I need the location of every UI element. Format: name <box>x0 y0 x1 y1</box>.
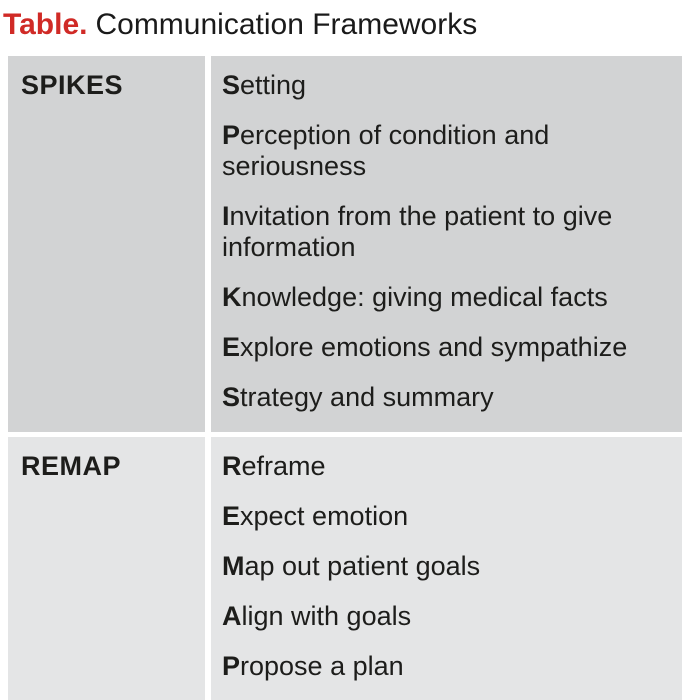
item-text: ap out patient goals <box>244 551 481 581</box>
item-lead-letter: S <box>222 70 241 100</box>
framework-name: SPIKES <box>21 70 124 100</box>
item-lead-letter: P <box>222 651 241 681</box>
table-title-text: Communication Frameworks <box>95 8 478 41</box>
framework-item: Map out patient goals <box>222 551 668 582</box>
item-lead-letter: K <box>222 282 242 312</box>
framework-item: Explore emotions and sympathize <box>222 332 668 363</box>
item-lead-letter: M <box>222 551 245 581</box>
framework-name-cell-remap: REMAP <box>8 437 205 700</box>
item-lead-letter: P <box>222 120 241 150</box>
item-lead-letter: E <box>222 501 241 531</box>
framework-item: Reframe <box>222 451 668 482</box>
framework-item: Strategy and summary <box>222 382 668 413</box>
frameworks-table: SPIKES Setting Perception of condition a… <box>8 56 682 700</box>
framework-items-cell-remap: Reframe Expect emotion Map out patient g… <box>211 437 682 700</box>
item-lead-letter: R <box>222 451 242 481</box>
item-lead-letter: A <box>222 601 242 631</box>
item-text: etting <box>240 70 307 100</box>
item-text: nvitation from the patient to give infor… <box>222 201 613 262</box>
framework-item: Setting <box>222 70 668 101</box>
item-text: erception of condition and seriousness <box>222 120 550 181</box>
item-lead-letter: I <box>222 201 230 231</box>
framework-item: Perception of condition and seriousness <box>222 120 668 182</box>
framework-item: Align with goals <box>222 601 668 632</box>
item-text: nowledge: giving medical facts <box>241 282 608 312</box>
item-text: xplore emotions and sympathize <box>240 332 628 362</box>
table-title-label: Table. <box>3 8 88 41</box>
item-text: ropose a plan <box>240 651 404 681</box>
item-text: eframe <box>241 451 326 481</box>
framework-item: Knowledge: giving medical facts <box>222 282 668 313</box>
table-row-spikes: SPIKES Setting Perception of condition a… <box>8 56 682 432</box>
framework-name-cell-spikes: SPIKES <box>8 56 205 432</box>
item-text: lign with goals <box>241 601 412 631</box>
framework-items-cell-spikes: Setting Perception of condition and seri… <box>211 56 682 432</box>
item-text: xpect emotion <box>240 501 409 531</box>
table-row-remap: REMAP Reframe Expect emotion Map out pat… <box>8 437 682 700</box>
framework-name: REMAP <box>21 451 122 481</box>
item-text: trategy and summary <box>240 382 494 412</box>
framework-item: Propose a plan <box>222 651 668 682</box>
item-lead-letter: S <box>222 382 241 412</box>
item-lead-letter: E <box>222 332 241 362</box>
table-title: Table.Communication Frameworks <box>0 0 684 43</box>
framework-item: Invitation from the patient to give info… <box>222 201 668 263</box>
framework-item: Expect emotion <box>222 501 668 532</box>
